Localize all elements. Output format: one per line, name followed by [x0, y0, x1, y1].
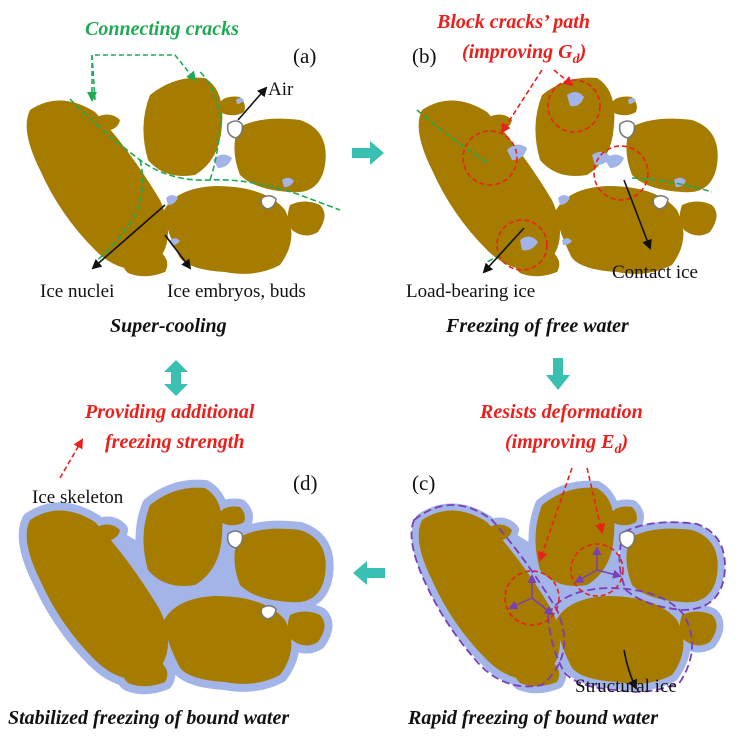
soil-particles-a [26, 77, 326, 277]
ice-nuclei-arrow [91, 204, 166, 270]
structural-ice-outline [410, 504, 726, 693]
connecting-cracks-label: Connecting cracks [85, 18, 239, 40]
load-bearing-label: Load-bearing ice [406, 281, 535, 302]
crack-block-circles [462, 79, 649, 271]
air-arrow [237, 86, 268, 121]
block-cracks-label-line1: Block cracks’ path [436, 11, 590, 33]
caption-stabilized-freezing: Stabilized freezing of bound water [8, 707, 289, 729]
arrow-a-d-bidirectional [164, 360, 188, 396]
block-cracks-label-line2: (improving Gd) [462, 41, 586, 67]
connecting-cracks-lines [69, 69, 341, 263]
panel-a-letter: (a) [293, 44, 316, 68]
load-bearing-arrow [482, 227, 525, 274]
panel-c: (c) [410, 467, 726, 693]
connecting-cracks-pointer [87, 54, 197, 102]
caption-super-cooling: Super-cooling [110, 315, 227, 337]
structural-ice-arrow [623, 649, 637, 690]
block-cracks-pointers [500, 69, 574, 134]
structural-ice-label: Structural ice [575, 676, 677, 697]
deformation-circles [504, 543, 624, 626]
ice-skeleton-label: Ice skeleton [32, 487, 124, 508]
panel-d: (d) [27, 471, 326, 686]
contact-ice-label: Contact ice [612, 262, 698, 283]
caption-rapid-freezing: Rapid freezing of bound water [407, 707, 658, 729]
panel-d-letter: (d) [293, 471, 318, 495]
deformation-resist-arrows [508, 546, 622, 616]
resists-deformation-line2: (improving Ed) [505, 431, 628, 457]
additional-strength-line1: Providing additional [84, 401, 255, 423]
flow-arrows [164, 141, 570, 585]
panel-b-letter: (b) [412, 44, 437, 68]
resists-deformation-line1: Resists deformation [479, 401, 643, 423]
arrow-c-to-d [353, 561, 385, 585]
contact-ice-arrow [623, 179, 652, 250]
arrow-a-to-b [352, 141, 384, 165]
ice-nuclei-label: Ice nuclei [40, 281, 114, 302]
ice-embryos-arrow [164, 234, 192, 270]
air-bubbles-a [226, 120, 277, 210]
ice-embryos-label: Ice embryos, buds [167, 281, 306, 302]
air-label: Air [268, 79, 294, 100]
ice-skeleton-pointer [59, 438, 84, 479]
additional-strength-line2: freezing strength [105, 431, 244, 453]
resists-deformation-pointers [537, 467, 606, 562]
caption-freezing-free-water: Freezing of free water [445, 315, 629, 337]
panel-c-letter: (c) [412, 471, 435, 495]
arrow-b-to-c [546, 358, 570, 390]
panel-b: Block cracks’ path (improving Gd) (b) Lo… [406, 11, 718, 337]
panel-a: Connecting cracks (a) Air Ice nuclei Ice… [26, 18, 341, 337]
